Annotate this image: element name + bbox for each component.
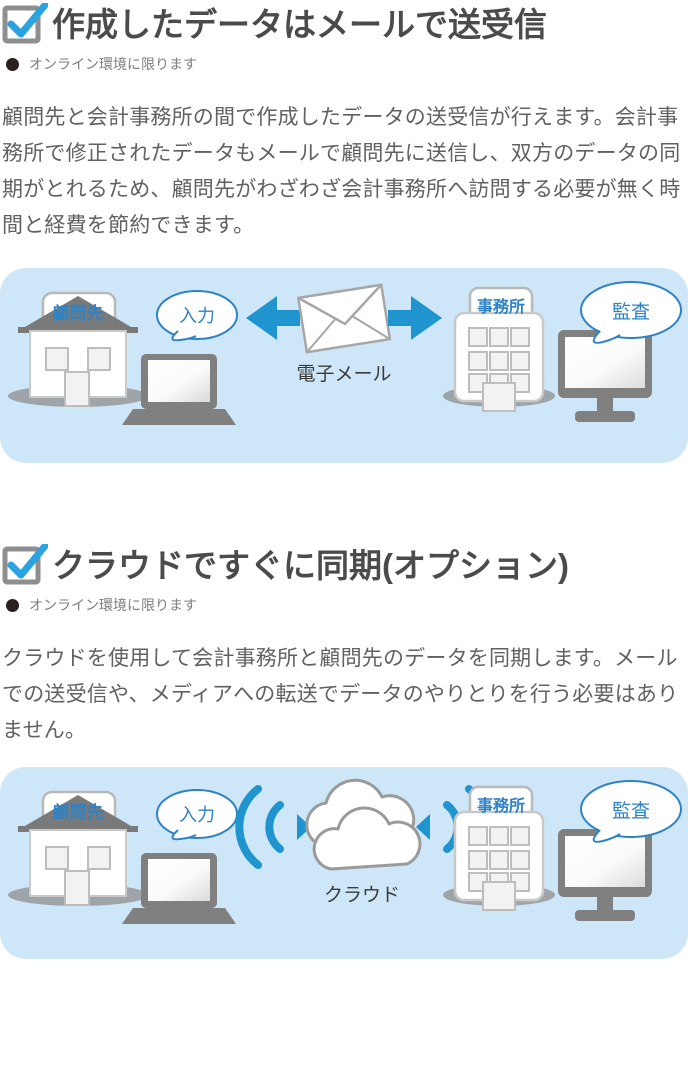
house-icon <box>8 291 148 407</box>
section-cloud: クラウドですぐに同期(オプション) オンライン環境に限ります クラウドを使用して… <box>0 541 688 959</box>
section-email-notice-text: オンライン環境に限ります <box>29 56 197 72</box>
diagram-email-svg: 顧問先 入力 <box>8 281 682 425</box>
office-building-icon <box>443 785 555 911</box>
section-email-title: 作成したデータはメールで送受信 <box>52 6 547 43</box>
audit-speech-bubble <box>580 281 682 344</box>
wifi-right-tip-icon <box>416 814 430 840</box>
house-label: 顧問先 <box>53 802 104 822</box>
monitor-icon <box>558 330 652 422</box>
office-label: 事務所 <box>477 297 525 316</box>
monitor-icon <box>558 829 652 921</box>
diagram-email-exchange: 顧問先 入力 <box>0 268 688 463</box>
section-cloud-title: クラウドですぐに同期(オプション) <box>52 547 569 584</box>
audit-speech-bubble <box>580 780 682 843</box>
arrow-right-icon <box>388 296 442 340</box>
bullet-dot-icon <box>6 598 19 612</box>
bullet-dot-icon <box>6 57 19 71</box>
email-center-label: 電子メール <box>296 364 391 385</box>
section-email-header: 作成したデータはメールで送受信 <box>0 0 688 50</box>
diagram-cloud-svg: 顧問先 入力 <box>8 778 682 924</box>
wifi-signal-left-icon <box>235 785 284 869</box>
audit-bubble-label: 監査 <box>612 800 650 822</box>
section-cloud-body: クラウドを使用して会計事務所と顧問先のデータを同期します。メールでの送受信や、メ… <box>2 647 679 742</box>
cloud-icon <box>305 778 422 871</box>
envelope-icon <box>296 283 392 354</box>
wifi-left-tip-icon <box>297 814 311 840</box>
house-icon <box>8 790 148 906</box>
diagram-cloud-sync: 顧問先 入力 <box>0 767 688 959</box>
section-cloud-notice: オンライン環境に限ります <box>0 591 688 619</box>
checkbox-checked-icon <box>2 542 49 588</box>
office-building-icon <box>443 286 555 412</box>
cloud-center-label: クラウド <box>324 884 400 906</box>
laptop-icon <box>122 354 236 425</box>
office-label: 事務所 <box>477 796 525 815</box>
audit-bubble-label: 監査 <box>612 301 650 323</box>
arrow-left-icon <box>246 296 300 340</box>
input-bubble-label: 入力 <box>179 306 215 326</box>
house-label: 顧問先 <box>53 303 104 323</box>
section-email-notice: オンライン環境に限ります <box>0 50 688 78</box>
checkbox-checked-icon <box>2 1 49 47</box>
section-cloud-notice-text: オンライン環境に限ります <box>29 597 197 613</box>
input-speech-bubble <box>156 290 238 342</box>
section-email: 作成したデータはメールで送受信 オンライン環境に限ります 顧問先と会計事務所の間… <box>0 0 688 463</box>
input-bubble-label: 入力 <box>179 805 215 825</box>
section-email-body: 顧問先と会計事務所の間で作成したデータの送受信が行えます。会計事務所で修正された… <box>2 106 681 237</box>
section-cloud-header: クラウドですぐに同期(オプション) <box>0 541 688 591</box>
laptop-icon <box>122 853 236 924</box>
input-speech-bubble <box>156 789 238 841</box>
